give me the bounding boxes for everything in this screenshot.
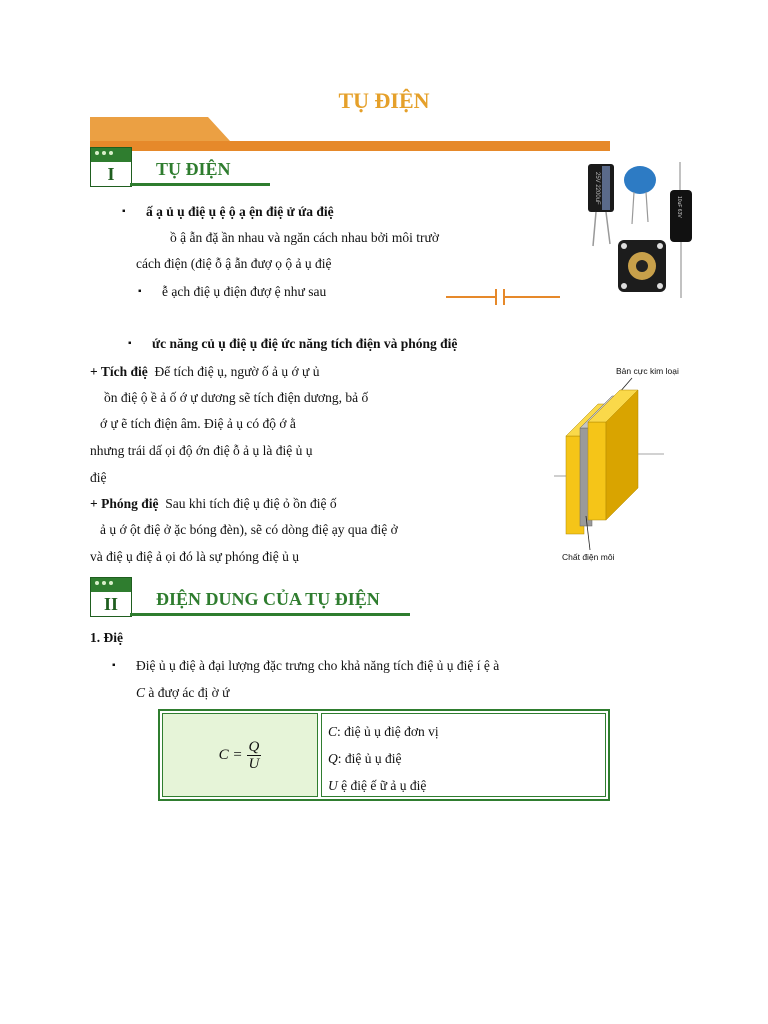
fraction-denominator: U: [248, 755, 260, 772]
section-underline: [130, 613, 410, 616]
section-title: ĐIỆN DUNG CỦA TỤ ĐIỆN: [156, 589, 380, 609]
section-number: II: [91, 592, 131, 616]
orange-header-band: [90, 117, 610, 151]
legend-row: U ệ điệ ế ữ ả ụ điệ: [328, 772, 599, 799]
axial-label: 10uF 63V: [676, 196, 682, 218]
paragraph-line: nhưng trái dấ ọi độ ớn điệ ỗ ả ụ là điệ …: [90, 443, 313, 458]
paragraph-line: ớ ự ẽ tích điện âm. Điệ ả ụ có độ ớ ằ: [100, 416, 296, 431]
section-number-box: I: [90, 147, 132, 187]
legend-text: ệ điệ ế ữ ả ụ điệ: [337, 778, 427, 793]
electrolytic-label: 25V 2200uF: [594, 172, 600, 205]
legend-var: U: [328, 778, 338, 793]
capacitor-symbol: [446, 289, 560, 305]
dielectric-label: Chất điện môi: [562, 552, 615, 562]
fraction-numerator: Q: [246, 738, 262, 756]
paragraph-line: Điệ ủ ụ điệ à đại lượng đặc trưng cho kh…: [112, 658, 499, 674]
paragraph-line: C à đượ ác đị ờ ứ: [136, 685, 229, 701]
subsection-heading: 1. Điệ: [90, 630, 123, 645]
plate-label: Bản cực kim loại: [616, 366, 679, 376]
formula-lhs: C =: [218, 746, 243, 763]
paragraph-line: ồ ậ ẫn đặ ần nhau và ngăn cách nhau bởi …: [170, 230, 440, 245]
section-underline: [130, 183, 270, 186]
paragraph-line: ấ ạ ủ ụ điệ ụ ệ ộ ạ ện điệ ử ứa điệ: [122, 204, 334, 220]
legend-var: C: [328, 724, 338, 739]
term-label: + Tích điệ: [90, 364, 148, 379]
term-text: Để tích điệ ụ, ngườ ố ả ụ ớ ự ủ: [154, 364, 320, 379]
section-title: TỤ ĐIỆN: [156, 159, 231, 179]
paragraph-line: + Tích điệ Để tích điệ ụ, ngườ ố ả ụ ớ ự…: [90, 364, 319, 380]
formula-legend-cell: C: điệ ủ ụ điệ đơn vị Q: điệ ủ ụ điệ U ệ…: [321, 713, 606, 797]
paragraph-line: ễ ạch điệ ụ điện đượ ệ như sau: [138, 284, 326, 300]
paragraph-line: ả ụ ớ ột điệ ở ặc bóng đèn), sẽ có dòng …: [100, 522, 398, 537]
paragraph-line: và điệ ụ điệ ả ọi đó là sự phóng điệ ủ ụ: [90, 549, 300, 564]
legend-row: Q: điệ ủ ụ điệ: [328, 745, 599, 772]
legend-row: C: điệ ủ ụ điệ đơn vị: [328, 718, 599, 745]
legend-text: : điệ ủ ụ điệ đơn vị: [337, 724, 439, 739]
math-var: C: [136, 685, 146, 700]
fraction: Q U: [246, 738, 262, 772]
section-number-box: II: [90, 577, 132, 617]
paragraph-line: điệ: [90, 470, 107, 485]
paragraph-line: ức năng củ ụ điệ ụ điệ ức năng tích điện…: [128, 336, 457, 352]
term-text: Sau khi tích điệ ụ điệ ỏ ồn điệ ố: [165, 496, 337, 511]
formula-cell: C = Q U: [162, 713, 318, 797]
page-title: TỤ ĐIỆN: [338, 88, 430, 113]
formula-table: C = Q U C: điệ ủ ụ điệ đơn vị Q: điệ ủ ụ…: [158, 709, 610, 801]
line-text: à đượ ác đị ờ ứ: [148, 685, 230, 700]
paragraph-line: + Phóng điệ Sau khi tích điệ ụ điệ ỏ ồn …: [90, 496, 337, 512]
capacitor-photos: 25V 2200uF 10uF 63V: [588, 162, 692, 298]
section-number: I: [91, 162, 131, 186]
term-label: + Phóng điệ: [90, 496, 159, 511]
legend-text: : điệ ủ ụ điệ: [337, 751, 402, 766]
legend-var: Q: [328, 751, 338, 766]
capacitor-structure-diagram: Bản cực kim loại Chất điện môi: [554, 366, 679, 576]
paragraph-line: ồn điệ ộ ề ả ố ớ ự dương sẽ tích điện dư…: [104, 390, 369, 405]
paragraph-line: cách điện (điệ ỗ ậ ẫn đượ ọ ộ ả ụ điệ: [136, 256, 332, 271]
